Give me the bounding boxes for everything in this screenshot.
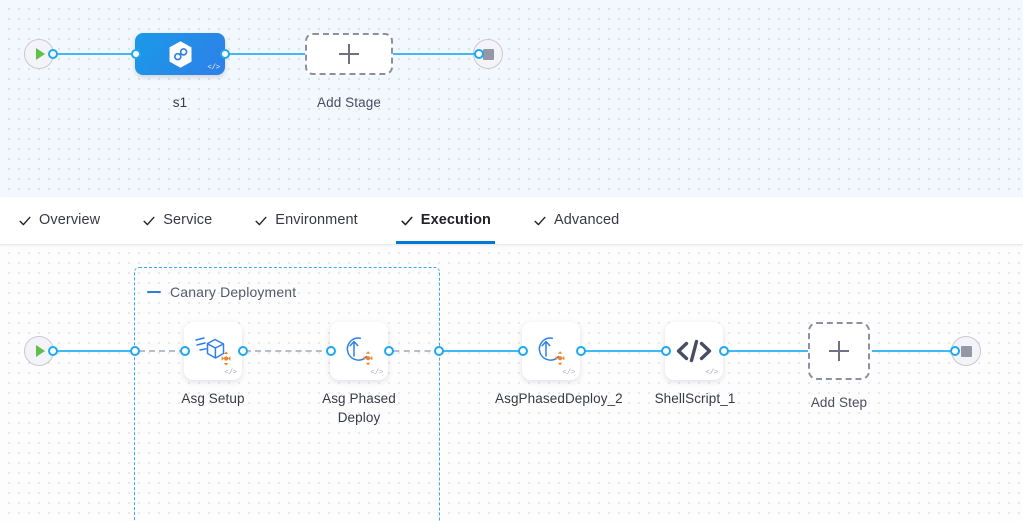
step-group-canary-deployment[interactable] — [134, 267, 440, 521]
exec-group-entry-port[interactable] — [130, 346, 140, 356]
asg-phased-deploy-icon — [538, 337, 565, 366]
add-step-button[interactable] — [808, 322, 870, 380]
minus-icon[interactable] — [147, 290, 161, 294]
exec-end-port[interactable] — [950, 346, 960, 356]
step-node-asgphaseddeploy-2[interactable]: </> — [522, 322, 580, 380]
tab-service[interactable]: Service — [142, 197, 212, 244]
step-label-shellscript-1: ShellScript_1 — [654, 391, 736, 406]
step-group-header[interactable]: Canary Deployment — [147, 284, 296, 300]
step-group-title: Canary Deployment — [170, 284, 297, 300]
stage-end-port[interactable] — [474, 49, 484, 59]
plus-icon — [339, 44, 359, 64]
exec-connector-add-to-end — [872, 350, 960, 352]
check-icon — [401, 216, 413, 225]
step-shellscript-1-input-port[interactable] — [661, 346, 671, 356]
tab-overview[interactable]: Overview — [18, 197, 100, 244]
exec-connector-shell-to-add — [724, 350, 816, 352]
exec-connector-group-to-asg-setup — [139, 350, 185, 352]
check-icon — [143, 216, 155, 225]
stage-canvas[interactable]: </> s1 Add Stage — [0, 0, 1023, 197]
add-stage-button[interactable] — [305, 33, 393, 75]
stage-start-port[interactable] — [48, 49, 58, 59]
step-asg-phased-deploy-input-port[interactable] — [326, 346, 336, 356]
pipeline-hexagon-icon — [169, 40, 191, 68]
tab-environment[interactable]: Environment — [254, 197, 358, 244]
tab-label: Advanced — [554, 212, 620, 229]
check-icon — [255, 216, 267, 225]
stage-config-tabbar: Overview Service Environment Execution — [0, 197, 1023, 245]
step-asg-phased-deploy-output-port[interactable] — [384, 346, 394, 356]
stage-connector-start-to-s1 — [52, 53, 142, 55]
stage-code-badge: </> — [207, 64, 220, 72]
step-node-asg-phased-deploy[interactable]: </> — [330, 322, 388, 380]
check-icon — [534, 216, 546, 225]
check-icon — [19, 216, 31, 225]
step-node-asg-setup[interactable]: </> — [184, 322, 242, 380]
asg-setup-box-icon — [195, 337, 231, 366]
step-asg-setup-input-port[interactable] — [180, 346, 190, 356]
exec-group-exit-port[interactable] — [434, 346, 444, 356]
stage-connector-s1-to-add — [216, 53, 316, 55]
tab-label: Service — [163, 212, 213, 229]
tab-label: Execution — [420, 212, 491, 229]
stage-node-s1[interactable]: </> — [135, 33, 225, 75]
asg-phased-deploy-icon — [346, 337, 373, 366]
step-code-badge: </> — [370, 369, 383, 377]
execution-canvas[interactable]: Canary Deployment — [0, 244, 1023, 521]
step-code-badge: </> — [705, 369, 718, 377]
stop-icon — [482, 48, 494, 60]
add-stage-label: Add Stage — [317, 95, 381, 110]
exec-connector-start-to-group — [52, 350, 138, 352]
exec-connector-group-to-asgphased2 — [438, 350, 524, 352]
tab-label: Environment — [275, 212, 358, 229]
play-icon — [36, 345, 45, 357]
shell-script-code-icon — [676, 339, 712, 363]
tab-list: Overview Service Environment Execution — [0, 197, 1023, 244]
stage-s1-output-port[interactable] — [220, 49, 230, 59]
add-step-label: Add Step — [810, 395, 868, 410]
step-code-badge: </> — [224, 369, 237, 377]
step-node-shellscript-1[interactable]: </> — [665, 322, 723, 380]
exec-connector-asg-setup-to-phased — [184, 350, 332, 352]
exec-connector-asgphased2-to-shell — [581, 350, 667, 352]
stop-icon — [960, 345, 972, 357]
play-icon — [36, 48, 45, 60]
stage-connector-add-to-end — [384, 53, 480, 55]
step-asgphaseddeploy-2-input-port[interactable] — [518, 346, 528, 356]
stage-s1-input-port[interactable] — [131, 49, 141, 59]
step-shellscript-1-output-port[interactable] — [719, 346, 729, 356]
step-label-asg-phased-deploy: Asg Phased Deploy — [322, 391, 396, 425]
plus-icon — [829, 341, 849, 361]
step-asgphaseddeploy-2-output-port[interactable] — [576, 346, 586, 356]
step-asg-setup-output-port[interactable] — [238, 346, 248, 356]
tab-execution[interactable]: Execution — [395, 197, 496, 244]
exec-start-port[interactable] — [48, 346, 58, 356]
step-label-asg-setup: Asg Setup — [181, 391, 245, 406]
step-code-badge: </> — [562, 369, 575, 377]
tab-label: Overview — [39, 212, 101, 229]
stage-node-label: s1 — [172, 95, 188, 110]
tab-advanced[interactable]: Advanced — [533, 197, 619, 244]
step-label-asgphaseddeploy-2: AsgPhasedDeploy_2 — [495, 391, 623, 406]
